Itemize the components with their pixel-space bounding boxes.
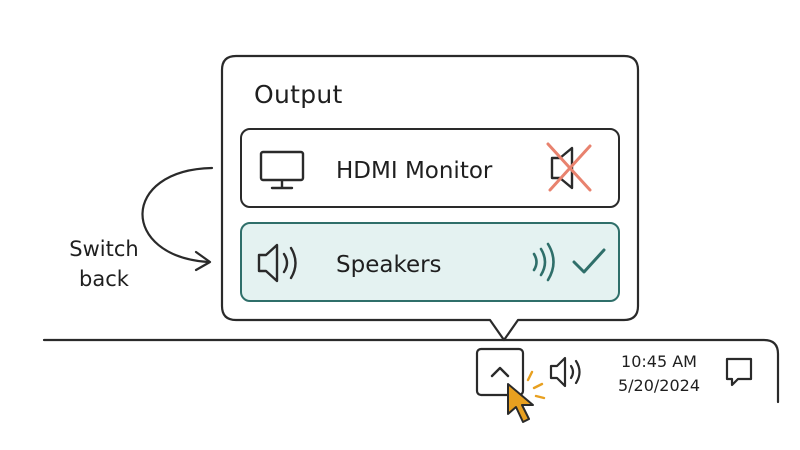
chevron-up-icon[interactable] <box>474 346 526 398</box>
mouse-cursor-icon <box>507 370 546 423</box>
device-row-hdmi-monitor[interactable]: HDMI Monitor <box>240 128 620 208</box>
muted-speaker-icon <box>546 142 592 192</box>
switch-back-arrowhead <box>194 250 212 272</box>
switch-back-arrow <box>141 166 214 264</box>
device-label-hdmi-monitor: HDMI Monitor <box>336 158 493 184</box>
volume-icon[interactable] <box>546 352 590 392</box>
notification-icon[interactable] <box>722 354 756 390</box>
device-label-speakers: Speakers <box>336 252 442 278</box>
clock-date: 5/20/2024 <box>617 376 701 395</box>
checkmark-icon <box>572 248 606 274</box>
annotation-line-1: Switch <box>69 237 139 261</box>
output-title: Output <box>254 80 343 109</box>
speaker-icon <box>257 243 297 283</box>
sound-waves-icon <box>532 242 555 282</box>
clock-time: 10:45 AM <box>621 352 697 371</box>
switch-back-annotation: Switch back <box>54 234 154 294</box>
annotation-line-2: back <box>79 267 129 291</box>
monitor-icon <box>259 150 305 190</box>
taskbar-clock[interactable]: 10:45 AM 5/20/2024 <box>604 350 714 398</box>
taskbar-outline <box>42 338 780 404</box>
device-row-speakers[interactable]: Speakers <box>240 222 620 302</box>
